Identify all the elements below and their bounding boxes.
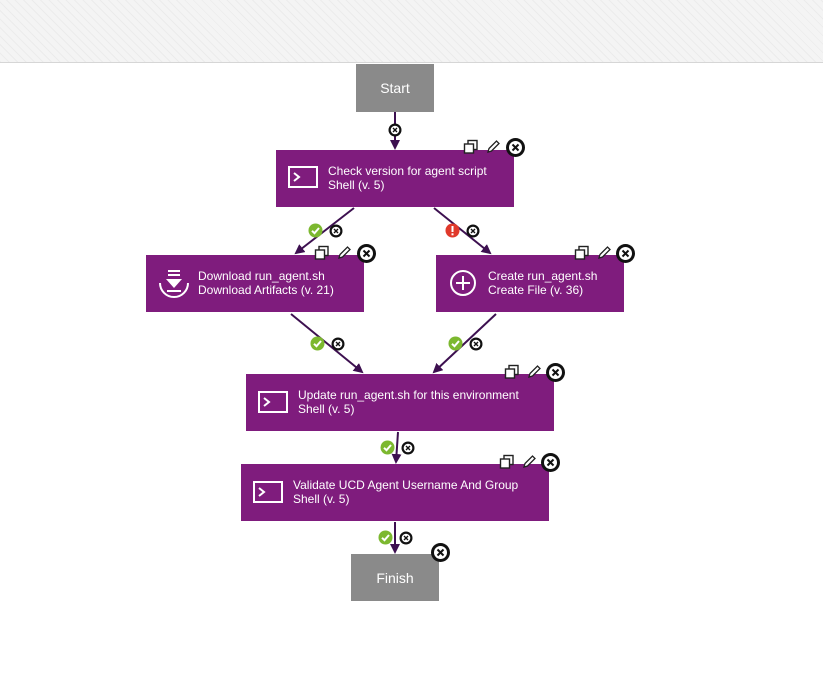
- header-bar: [0, 0, 823, 63]
- delete-close-icon[interactable]: [545, 362, 566, 383]
- step-title: Download run_agent.sh: [198, 269, 325, 283]
- remove-connector-icon[interactable]: [331, 337, 345, 351]
- edit-pencil-icon[interactable]: [526, 364, 542, 380]
- plus-circle-icon: [450, 270, 476, 296]
- step-subtitle: Download Artifacts (v. 21): [198, 283, 334, 297]
- connector-update-to-validate[interactable]: [391, 431, 402, 464]
- success-check-icon[interactable]: [308, 223, 323, 238]
- copy-icon[interactable]: [314, 245, 330, 261]
- copy-icon[interactable]: [499, 454, 515, 470]
- finish-node[interactable]: Finish: [351, 554, 439, 601]
- delete-close-icon[interactable]: [356, 243, 377, 264]
- connector-check-to-create[interactable]: [433, 207, 492, 255]
- step-download[interactable]: Download run_agent.sh Download Artifacts…: [146, 255, 364, 312]
- step-validate[interactable]: Validate UCD Agent Username And Group Sh…: [241, 464, 549, 521]
- success-check-icon[interactable]: [448, 336, 463, 351]
- start-label: Start: [380, 80, 410, 96]
- copy-icon[interactable]: [574, 245, 590, 261]
- step-subtitle: Shell (v. 5): [293, 492, 350, 506]
- copy-icon[interactable]: [504, 364, 520, 380]
- remove-connector-icon[interactable]: [388, 123, 402, 137]
- step-check-version[interactable]: Check version for agent script Shell (v.…: [276, 150, 514, 207]
- step-title: Create run_agent.sh: [488, 269, 598, 283]
- failure-alert-icon[interactable]: [445, 223, 460, 238]
- connector-check-to-download[interactable]: [294, 207, 355, 255]
- step-subtitle: Shell (v. 5): [298, 402, 355, 416]
- start-node[interactable]: Start: [356, 64, 434, 112]
- step-title: Check version for agent script: [328, 164, 487, 178]
- step-create[interactable]: Create run_agent.sh Create File (v. 36): [436, 255, 624, 312]
- delete-close-icon[interactable]: [430, 542, 451, 563]
- step-subtitle: Shell (v. 5): [328, 178, 385, 192]
- delete-close-icon[interactable]: [615, 243, 636, 264]
- step-subtitle: Create File (v. 36): [488, 283, 584, 297]
- edit-pencil-icon[interactable]: [336, 245, 352, 261]
- copy-icon[interactable]: [463, 139, 479, 155]
- success-check-icon[interactable]: [378, 530, 393, 545]
- terminal-icon: [253, 481, 283, 503]
- success-check-icon[interactable]: [380, 440, 395, 455]
- step-title: Update run_agent.sh for this environment: [298, 388, 519, 402]
- edit-pencil-icon[interactable]: [596, 245, 612, 261]
- download-icon: [159, 270, 189, 298]
- remove-connector-icon[interactable]: [469, 337, 483, 351]
- step-update[interactable]: Update run_agent.sh for this environment…: [246, 374, 554, 431]
- step-title: Validate UCD Agent Username And Group: [293, 478, 519, 492]
- edit-pencil-icon[interactable]: [521, 454, 537, 470]
- delete-close-icon[interactable]: [505, 137, 526, 158]
- connector-download-to-update[interactable]: [290, 313, 364, 374]
- finish-label: Finish: [376, 569, 414, 586]
- connector-create-to-update[interactable]: [432, 313, 497, 374]
- remove-connector-icon[interactable]: [466, 224, 480, 238]
- remove-connector-icon[interactable]: [399, 531, 413, 545]
- remove-connector-icon[interactable]: [401, 441, 415, 455]
- delete-close-icon[interactable]: [540, 452, 561, 473]
- success-check-icon[interactable]: [310, 336, 325, 351]
- terminal-icon: [288, 166, 318, 188]
- terminal-icon: [258, 391, 288, 413]
- remove-connector-icon[interactable]: [329, 224, 343, 238]
- edit-pencil-icon[interactable]: [485, 139, 501, 155]
